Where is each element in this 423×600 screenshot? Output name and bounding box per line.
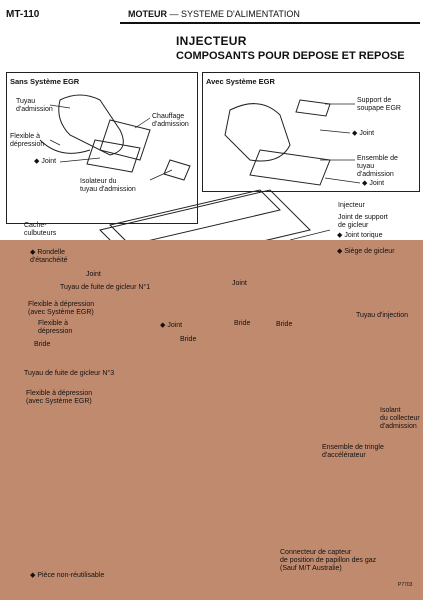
label-bride-1: Bride	[234, 320, 251, 327]
label-joint-a: Joint	[86, 271, 101, 278]
section-dash: —	[169, 9, 179, 19]
label-bride-2: Bride	[276, 321, 293, 328]
section-main: MOTEUR	[128, 9, 167, 19]
label-cache-culbuteurs: Cache- culbuteurs	[24, 222, 57, 237]
label-bride-3: Bride	[34, 341, 51, 348]
page-subtitle: COMPOSANTS POUR DEPOSE ET REPOSE	[176, 50, 405, 62]
label-joint-b: Joint	[232, 280, 247, 287]
egr-valve-shape	[224, 103, 291, 162]
label-joint-torique: ◆ Joint torique	[337, 232, 383, 239]
panel-with-egr	[202, 72, 420, 192]
section-heading: MOTEUR — SYSTEME D'ALIMENTATION	[128, 9, 300, 19]
gasket-shape	[86, 139, 141, 173]
panel-without-egr	[6, 72, 198, 224]
label-siege: ◆ Siège de gicleur	[337, 248, 395, 255]
section-sub: SYSTEME D'ALIMENTATION	[181, 9, 300, 19]
figure-code: P7703	[398, 582, 413, 588]
highlight-overlay	[0, 240, 423, 600]
label-joint-c: ◆ Joint	[160, 322, 183, 329]
label-flexible-egr-2: Flexible à dépression (avec Système EGR)	[26, 390, 93, 405]
legend-non-reusable: ◆ Pièce non-réutilisable	[30, 572, 105, 579]
label-flexible: Flexible à dépression	[10, 133, 45, 148]
label-bride-4: Bride	[180, 336, 197, 343]
vacuum-hose-shape	[39, 139, 91, 154]
panel-without-egr-title: Sans Système EGR	[10, 77, 80, 86]
rocker-cover-shape	[109, 189, 281, 246]
label-flexible-egr-1: Flexible à dépression (avec Système EGR)	[28, 301, 95, 316]
label-chauffage: Chauffage d'admission	[152, 113, 189, 128]
label-isolant-collecteur: Isolant du collecteur d'admission	[380, 407, 420, 430]
header-rule	[120, 22, 420, 24]
label-ensemble-tuyau: Ensemble de tuyau d'admission	[357, 155, 398, 178]
panel-with-egr-title: Avec Système EGR	[206, 77, 275, 86]
label-ensemble-tringle: Ensemble de tringle d'accélérateur	[322, 444, 384, 459]
label-joint-support: Joint de support de gicleur	[338, 214, 388, 229]
label-joint-right-1: ◆ Joint	[352, 130, 375, 137]
label-flexible-depression: Flexible à dépression	[38, 320, 73, 335]
page-number: MT-110	[6, 9, 40, 20]
intake-pipe-shape	[58, 94, 124, 156]
label-isolateur: Isolateur du tuyau d'admission	[80, 178, 136, 193]
label-injecteur: Injecteur	[338, 202, 365, 209]
label-connecteur: Connecteur de capteur de position de pap…	[280, 549, 377, 572]
egr-support-shape	[295, 99, 331, 117]
label-joint-right-2: ◆ Joint	[362, 180, 385, 187]
page-title: INJECTEUR	[176, 34, 247, 48]
label-support-egr: Support de soupape EGR	[357, 97, 401, 112]
label-joint-left: ◆ Joint	[34, 158, 57, 165]
insulator-shape	[163, 159, 191, 181]
intake-assembly-shape	[249, 149, 331, 186]
label-tuyau-fuite-1: Tuyau de fuite de gicleur N°1	[60, 284, 151, 291]
label-tuyau-injection: Tuyau d'injection	[356, 312, 409, 319]
label-tuyau-admission: Tuyau d'admission	[16, 98, 53, 113]
label-rondelle: ◆ Rondelle d'étanchéité	[30, 249, 68, 264]
label-tuyau-fuite-3: Tuyau de fuite de gicleur N°3	[24, 370, 115, 377]
